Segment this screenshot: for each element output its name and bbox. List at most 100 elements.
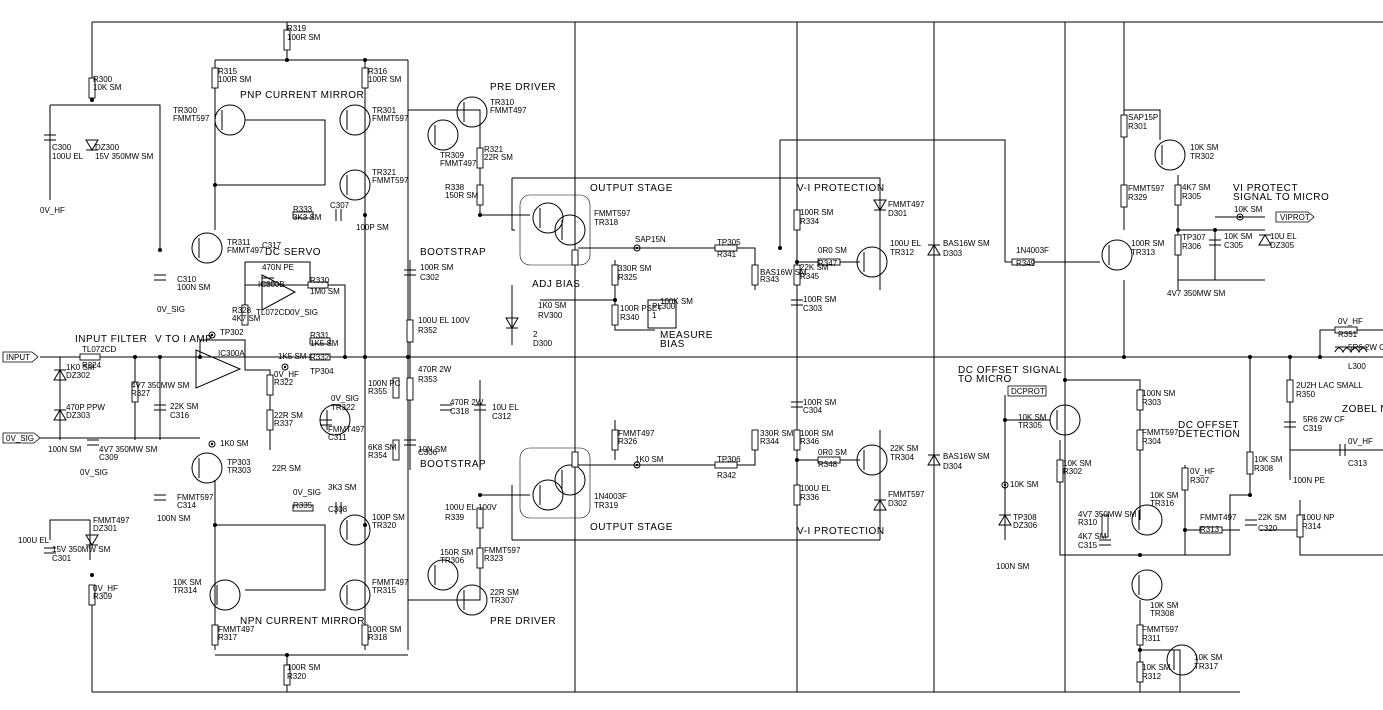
component-label: R351 <box>1338 330 1358 339</box>
component-label: C304 <box>803 406 823 415</box>
component-label: C313 <box>1348 459 1368 468</box>
capacitor-symbol <box>154 494 166 501</box>
component-label: R317 <box>218 633 238 642</box>
section-label: DC OFFSET SIGNAL <box>958 365 1062 376</box>
component-label: FMMT597 <box>1128 184 1165 193</box>
component-label: R314 <box>1302 522 1322 531</box>
component-label: IC300B <box>258 280 285 289</box>
transistor-symbol <box>1154 139 1186 171</box>
component-label: R302 <box>1063 467 1083 476</box>
component-label: 15V 350MW SM <box>52 545 111 554</box>
section-label: V-I PROTECTION <box>797 183 885 194</box>
component-label: TR317 <box>1194 662 1219 671</box>
component-label: 3K3 SM <box>293 213 322 222</box>
section-label: PNP CURRENT MIRROR <box>240 90 364 101</box>
component-label: R348 <box>818 460 838 469</box>
component-label: 22R SM <box>484 153 513 162</box>
component-label: TP308 <box>1013 513 1037 522</box>
component-label: C310 <box>177 275 197 284</box>
component-label: 100R SM <box>420 263 454 272</box>
component-label: 22K SM <box>800 263 829 272</box>
component-label: C314 <box>177 501 197 510</box>
component-label: 1K5 SM <box>278 352 307 361</box>
component-label: 100N SM <box>48 445 82 454</box>
component-label: R342 <box>717 471 737 480</box>
component-label: BAS16W SM <box>943 239 990 248</box>
component-label: 1N4003F <box>594 492 627 501</box>
transistor-symbol <box>532 479 564 511</box>
component-label: C302 <box>420 273 440 282</box>
component-label: 100N SM <box>1142 389 1176 398</box>
component-label: FMMT497 <box>1200 513 1237 522</box>
component-label: R322 <box>274 378 294 387</box>
component-label: L300 <box>1348 362 1366 371</box>
component-label: 1K0 SM <box>66 363 95 372</box>
component-label: 22K SM <box>890 444 919 453</box>
component-label: 100U EL 100V <box>445 503 497 512</box>
component-label: 10K SM <box>1254 455 1283 464</box>
component-label: C301 <box>52 554 72 563</box>
component-label: 0R0 SM <box>818 246 847 255</box>
component-label: R323 <box>484 554 504 563</box>
component-label: R336 <box>800 493 820 502</box>
component-label: TR313 <box>1131 248 1156 257</box>
component-label: TP302 <box>220 328 244 337</box>
component-label: FMMT597 <box>1142 625 1179 634</box>
component-label: TR319 <box>594 501 619 510</box>
component-label: R335 <box>293 501 313 510</box>
component-label: R324 <box>82 361 102 370</box>
component-label: R304 <box>1142 437 1162 446</box>
component-label: C309 <box>99 453 119 462</box>
section-labels: PNP CURRENT MIRROR PRE DRIVER DC SERVO O… <box>75 82 1383 627</box>
component-label: 4V7 350MW SM <box>99 445 158 454</box>
svg-text:DCPROT: DCPROT <box>1011 387 1045 396</box>
component-label: R344 <box>760 437 780 446</box>
component-label: R346 <box>800 437 820 446</box>
component-label: R321 <box>484 145 504 154</box>
section-label: DETECTION <box>1178 429 1240 440</box>
transistor-symbol <box>191 452 223 484</box>
component-label: 100R SM <box>368 625 402 634</box>
transistor-symbol <box>456 96 488 128</box>
component-label: 100R SM <box>803 398 837 407</box>
component-label: R349 <box>1016 259 1036 268</box>
section-label: NPN CURRENT MIRROR <box>240 616 365 627</box>
transistor-symbol <box>1131 504 1163 536</box>
component-label: D304 <box>943 462 963 471</box>
component-label: R309 <box>93 592 113 601</box>
capacitor-symbol <box>87 439 99 446</box>
component-label: R330 <box>310 276 330 285</box>
capacitor-symbol <box>335 502 342 514</box>
component-label: 0V_HF <box>40 206 65 215</box>
component-label: TR301 <box>372 106 397 115</box>
component-label: TR306 <box>440 556 465 565</box>
component-label: 0V_SIG <box>80 468 108 477</box>
component-label: 470R 2W <box>418 365 452 374</box>
component-label: TR308 <box>1150 609 1175 618</box>
component-label: 100R SM <box>368 75 402 84</box>
svg-text:VIPROT: VIPROT <box>1280 213 1310 222</box>
component-label: R338 <box>445 183 465 192</box>
capacitor-symbol <box>1284 421 1296 428</box>
component-label: R306 <box>1182 242 1202 251</box>
component-label: FMMT497 <box>218 625 255 634</box>
component-label: R305 <box>1182 192 1202 201</box>
component-label: 100P SM <box>372 513 405 522</box>
component-label: 10K SM <box>1142 663 1171 672</box>
component-label: C312 <box>492 412 512 421</box>
component-label: 1 <box>652 311 657 320</box>
transistor-symbol <box>1131 569 1163 601</box>
component-label: 470P PPW <box>66 403 105 412</box>
transistor-symbol <box>339 579 371 611</box>
component-label: 10K SM <box>1018 413 1047 422</box>
component-label: 10K SM <box>1194 653 1223 662</box>
component-label: 100U NP <box>1302 513 1334 522</box>
capacitor-symbol <box>44 134 56 141</box>
component-label: 3K3 SM <box>328 483 357 492</box>
component-label: 0V_SIG <box>293 488 321 497</box>
component-label: 0V_HF <box>274 370 299 379</box>
component-label: 100K SM <box>660 297 693 306</box>
capacitor-symbol <box>404 269 416 276</box>
section-label: ZOBEL N <box>1342 404 1383 415</box>
component-label: 4K7 SM <box>232 314 261 323</box>
